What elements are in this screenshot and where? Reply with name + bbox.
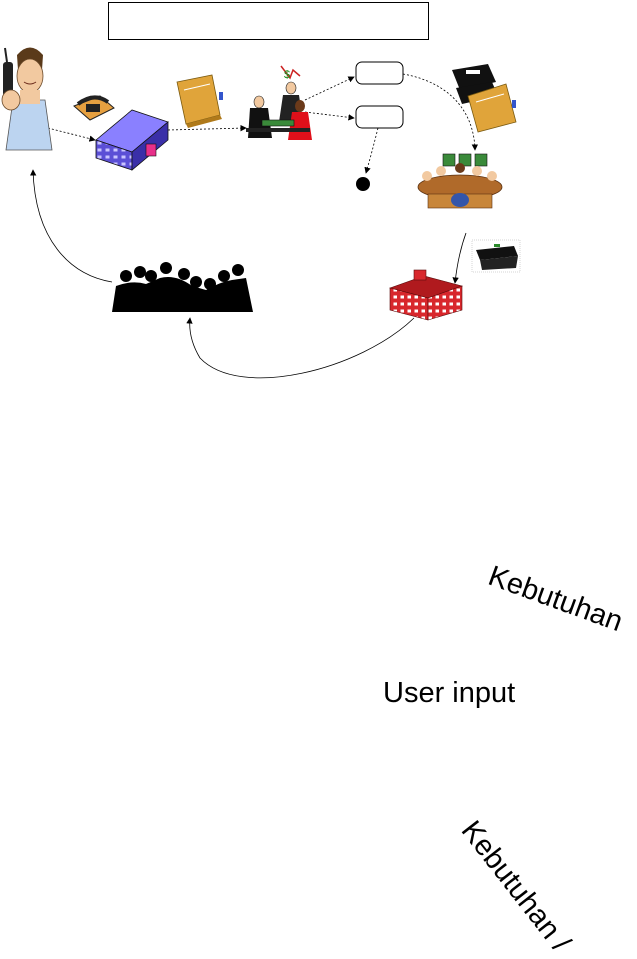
connector-option-2-to-end [364,127,379,174]
connector-crowd-to-person [29,169,113,283]
crowd-silhouette-icon [112,262,253,312]
connector-meeting-to-option-2 [304,111,355,121]
conference-table-icon [417,153,503,209]
business-meeting-icon: $ [246,65,312,140]
svg-text:$: $ [284,69,290,81]
documents-icon [452,64,517,133]
connector-team-to-red-building [452,232,467,284]
connector-meeting-to-option-1 [304,76,355,101]
end-state-dot-icon [356,177,370,191]
manual-book-icon [176,74,223,128]
red-office-building-icon [388,269,464,321]
person-with-phone-icon [1,47,53,151]
connectors [29,73,479,379]
connector-building-to-meeting [167,124,247,132]
connector-person-to-building [47,127,96,142]
option-box-1 [355,61,404,85]
telephone-icon [73,95,115,121]
option-box-2 [355,105,404,129]
connector-red-building-to-crowd [186,317,415,379]
office-building-icon [95,109,169,171]
connector-option-1-to-team [402,73,479,151]
user-input-label: User input [383,677,516,709]
device-icon [471,239,521,273]
title-box [108,2,429,40]
